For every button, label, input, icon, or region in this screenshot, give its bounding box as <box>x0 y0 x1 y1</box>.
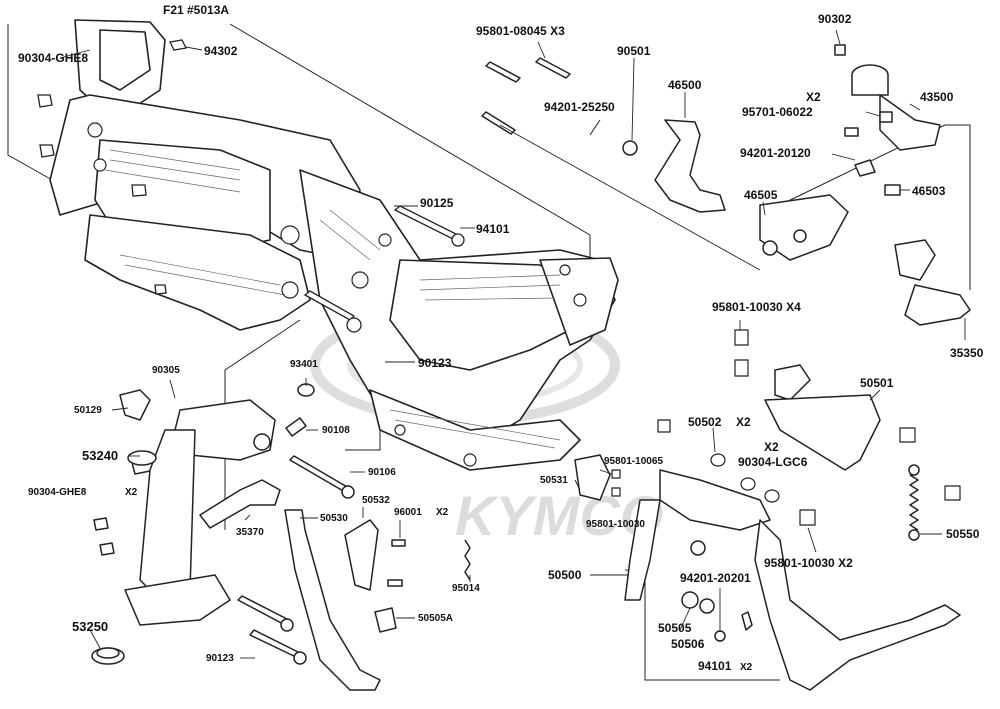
label-95014: 95014 <box>452 583 480 594</box>
label-50530: 50530 <box>320 513 348 524</box>
label-46503: 46503 <box>912 184 946 198</box>
label-95801-10030-x4: 95801-10030 X4 <box>712 300 801 314</box>
label-35350: 35350 <box>950 346 984 360</box>
label-50506: 50506 <box>671 637 705 651</box>
label-90305: 90305 <box>152 365 180 376</box>
label-x2-96001: X2 <box>436 507 449 518</box>
label-x2-94101: X2 <box>740 662 753 673</box>
label-35370: 35370 <box>236 527 264 538</box>
label-50502: 50502 <box>688 415 722 429</box>
label-90125: 90125 <box>420 196 454 210</box>
label-94101-bot: 94101 <box>698 659 732 673</box>
brake-pedal-assembly <box>481 44 971 326</box>
side-stand-assembly <box>91 383 355 665</box>
frame-hatching <box>104 149 561 449</box>
label-50532: 50532 <box>362 495 390 506</box>
watermark-text: KYMCO <box>455 484 663 547</box>
label-50500: 50500 <box>548 568 582 582</box>
label-95801-10030-x2: 95801-10030 X2 <box>764 556 853 570</box>
label-90304-ghe8-top: 90304-GHE8 <box>18 51 89 65</box>
leader-lines <box>59 29 966 659</box>
label-50501: 50501 <box>860 376 894 390</box>
label-94201-25250: 94201-25250 <box>544 100 615 114</box>
label-90304-lgc6: 90304-LGC6 <box>738 455 808 469</box>
label-x2-lgc6: X2 <box>764 440 779 454</box>
label-90123-bot: 90123 <box>206 653 234 664</box>
label-90123-mid: 90123 <box>418 356 452 370</box>
label-93401: 93401 <box>290 359 318 370</box>
label-95701-06022: 95701-06022 <box>742 105 813 119</box>
label-94101-top: 94101 <box>476 222 510 236</box>
label-50505a: 50505A <box>418 613 454 624</box>
label-50550: 50550 <box>946 527 980 541</box>
label-x2-50502: X2 <box>736 415 751 429</box>
center-stand-assembly <box>574 364 961 691</box>
label-90108: 90108 <box>322 425 350 436</box>
label-53250: 53250 <box>72 619 109 634</box>
right-small-bolts <box>611 329 961 526</box>
label-95801-10030: 95801-10030 <box>586 519 645 530</box>
left-small-parts <box>37 39 465 333</box>
label-50505: 50505 <box>658 621 692 635</box>
label-46505: 46505 <box>744 188 778 202</box>
label-95801-08045: 95801-08045 X3 <box>476 24 565 38</box>
label-94201-20201: 94201-20201 <box>680 571 751 585</box>
label-f21: F21 #5013A <box>163 3 230 17</box>
kick-lever <box>284 509 471 691</box>
label-90501: 90501 <box>617 44 651 58</box>
label-90106: 90106 <box>368 467 396 478</box>
label-43500: 43500 <box>920 90 954 104</box>
label-96001: 96001 <box>394 507 422 518</box>
label-95801-10065: 95801-10065 <box>604 456 663 467</box>
label-x2-95701: X2 <box>806 90 821 104</box>
frame-bolt-holes <box>87 122 587 467</box>
label-46500: 46500 <box>668 78 702 92</box>
label-50129: 50129 <box>74 405 102 416</box>
label-50531: 50531 <box>540 475 568 486</box>
label-90304-ghe8-bot: 90304-GHE8 <box>28 487 87 498</box>
label-90302: 90302 <box>818 12 852 26</box>
label-x2-ghe8: X2 <box>125 487 138 498</box>
label-94302: 94302 <box>204 44 238 58</box>
label-94201-20120: 94201-20120 <box>740 146 811 160</box>
label-53240: 53240 <box>82 448 119 463</box>
